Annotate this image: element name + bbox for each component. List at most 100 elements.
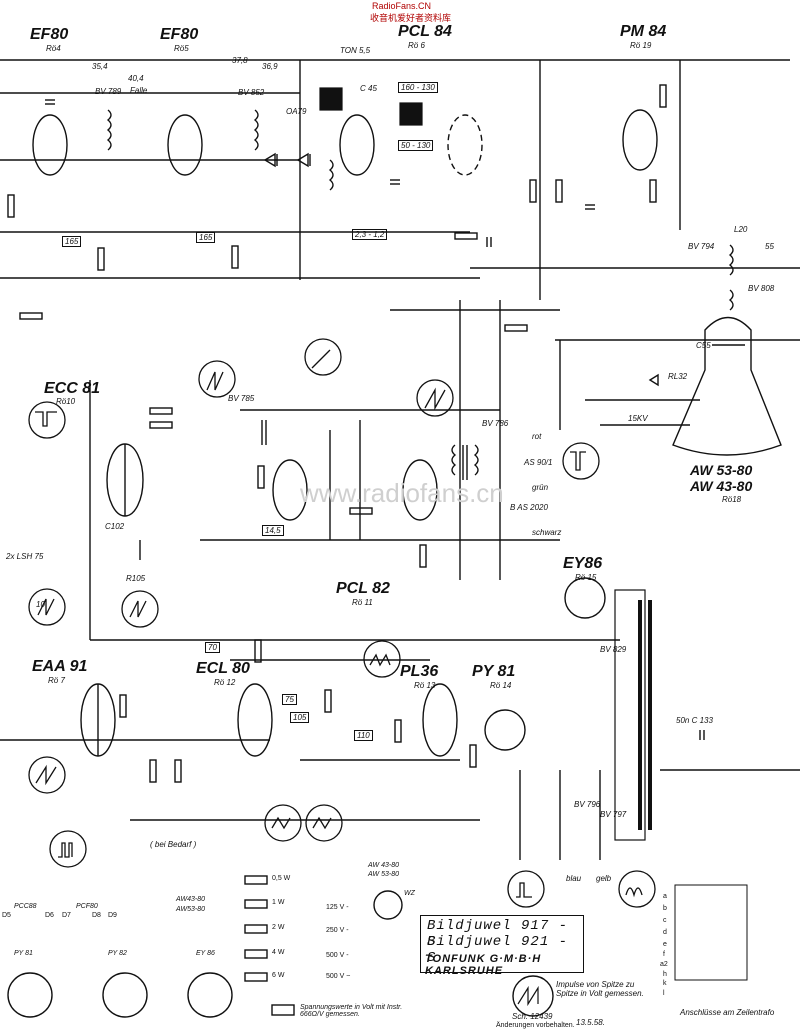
socket-aw53: AW 53-80 [368, 871, 399, 878]
label-ton: TON 5,5 [340, 46, 371, 55]
watermark-subtitle: 收音机爱好者资料库 [370, 13, 452, 23]
label-bv808: BV 808 [748, 284, 775, 293]
label-c45: C 45 [360, 84, 377, 93]
title-block: Bildjuwel 917 - S Bildjuwel 921 - S TONF… [420, 915, 584, 977]
label-bas2020: B AS 2020 [510, 503, 548, 512]
tube-ref: Rö10 [56, 397, 76, 406]
watermark-site: RadioFans.CN [372, 1, 432, 11]
tube-label: PY 81 [472, 663, 516, 680]
label-c133: 50n C 133 [676, 716, 713, 725]
socket-aw43: AW 43-80 [368, 862, 399, 869]
tube-label: EAA 91 [32, 658, 88, 675]
legend-cap-125v: 125 V - [326, 904, 349, 911]
conn-pin: f [663, 951, 665, 958]
label-bv786: BV 786 [482, 419, 509, 428]
legend-note: Spannungswerte in Volt mit Instr. 666Ω/V… [300, 1004, 403, 1018]
manufacturer: TONFUNK G·M·B·H KARLSRUHE [425, 953, 542, 977]
conn-pin: b [663, 905, 667, 912]
conn-pin: a [663, 893, 667, 900]
label-bv797: BV 797 [600, 810, 627, 819]
label-as90: AS 90/1 [524, 458, 553, 467]
voltage-value: 36,9 [262, 62, 278, 71]
tube-label: PCL 84 [398, 23, 452, 40]
tube-ref: Rö 6 [408, 41, 425, 50]
level-box: 165 [62, 236, 82, 247]
model-name-1: Bildjuwel 917 - S [427, 918, 569, 950]
sheet-number: Sch. 12439 [512, 1012, 553, 1021]
conn-pin: k [663, 980, 667, 987]
level-box: 2,3 - 1,2 [352, 229, 388, 240]
label-rl32: RL32 [668, 372, 688, 381]
tube-ref: Rö 12 [214, 678, 236, 687]
label-bv789: BV 789 [95, 87, 122, 96]
level-box: 75 [282, 694, 297, 705]
crt-type-2: AW 43-80 [690, 478, 753, 494]
conn-pin: h [663, 971, 667, 978]
tube-ref: Rö4 [46, 44, 61, 53]
tube-ref: Rö 19 [630, 41, 652, 50]
level-box: 70 [205, 642, 220, 653]
label-bei-bedarf: ( bei Bedarf ) [150, 840, 197, 849]
impulse-note: Impulse von Spitze zu Spitze in Volt gem… [556, 980, 644, 998]
label-grun: grün [532, 483, 549, 492]
tube-label: EF80 [30, 26, 69, 43]
tube-pcf80: PCF80 [76, 903, 98, 910]
label-l20: L20 [734, 225, 748, 234]
pin-d5: D5 [2, 912, 11, 919]
legend-cap-500vac: 500 V ~ [326, 973, 351, 980]
label-c102: C102 [105, 522, 125, 531]
label-oa79: OA79 [286, 107, 307, 116]
pin-d6: D6 [45, 912, 54, 919]
level-box: 110 [354, 730, 373, 741]
voltage-value: 40,4 [128, 74, 144, 83]
level-box: 105 [290, 712, 310, 723]
label-r105: R105 [126, 574, 146, 583]
tube-aw43: AW43-80 [176, 896, 206, 903]
tube-pcc88: PCC88 [14, 903, 37, 910]
label-c55: C55 [696, 341, 711, 350]
label-blau: blau [566, 874, 582, 883]
changes-note: Änderungen vorbehalten. [496, 1022, 575, 1029]
legend-resistor-6w: 6 W [272, 972, 285, 979]
tube-label: ECC 81 [44, 380, 101, 397]
tube-label: EY86 [563, 555, 603, 572]
crt-type-1: AW 53-80 [690, 462, 753, 478]
conn-pin: e [663, 941, 667, 948]
conn-pin: c [663, 917, 667, 924]
level-box: 160 - 130 [398, 82, 438, 93]
label-bv852: BV 852 [238, 88, 265, 97]
tube-label: PL36 [400, 663, 439, 680]
tube-ref: Rö 13 [414, 681, 436, 690]
level-value: 55 [765, 242, 774, 251]
pin-d8: D8 [92, 912, 101, 919]
label-bv829: BV 829 [600, 645, 627, 654]
tube-ref: Rö 14 [490, 681, 512, 690]
tube-label: EF80 [160, 26, 199, 43]
crt-hv: 15KV [628, 414, 648, 423]
trap-label: Falle [130, 86, 148, 95]
conn-pin: l [663, 990, 665, 997]
voltage-value: 35,4 [92, 62, 108, 71]
label-speakers: 2x LSH 75 [6, 552, 44, 561]
level-box: 14,5 [262, 525, 284, 536]
model-name-2: Bildjuwel 921 - S [427, 934, 569, 966]
pin-d7: D7 [62, 912, 71, 919]
tube-ref: Rö 15 [575, 573, 597, 582]
label-bv794: BV 794 [688, 242, 715, 251]
tube-label: PM 84 [620, 23, 667, 40]
conn-pin: a2 [660, 961, 668, 968]
label-rot: rot [532, 432, 542, 441]
pin-d9: D9 [108, 912, 117, 919]
crt-ref: Rö18 [722, 495, 742, 504]
level-value: 10 [36, 600, 45, 609]
socket-wz: WZ [404, 890, 415, 897]
label-bv796: BV 796 [574, 800, 601, 809]
sheet-date: 13.5.58. [576, 1018, 605, 1027]
voltage-value: 37,8 [232, 56, 248, 65]
label-schwarz: schwarz [532, 528, 562, 537]
legend-cap-500v: 500 V - [326, 952, 349, 959]
watermark-center: www.radiofans.cn [300, 478, 504, 508]
label-gelb: gelb [596, 874, 612, 883]
tube-label: PCL 82 [336, 580, 390, 597]
